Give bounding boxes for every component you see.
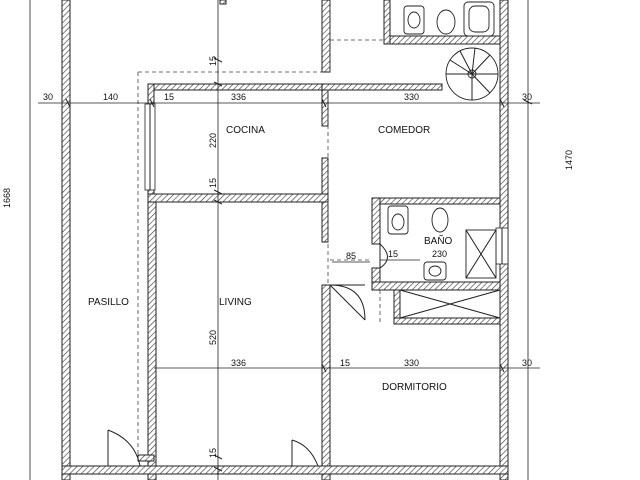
room-labels: COCINA COMEDOR BAÑO PASILLO LIVING DORMI… [88,125,453,393]
doors [107,243,388,467]
windows [144,103,509,265]
wall-cocina-top [149,83,323,91]
wall-living-left [147,201,157,480]
room-label-bano: BAÑO [424,234,453,247]
wall-cocina-bottom [147,193,329,203]
wall-bano-left [371,197,381,245]
dim-total-1470: 1470 [564,150,574,170]
dimension-labels: 30 140 15 336 330 30 336 15 330 30 15 22… [2,56,574,458]
wall-comedor-bottom [371,197,501,205]
wall-pasillo-bottom [137,454,155,462]
wall-upper-bath [321,0,331,73]
dim-bano-wall-15: 15 [388,249,398,259]
wall-bano-bottom [371,281,501,291]
dim-bano-230: 230 [432,249,447,259]
dim-top-336: 336 [231,92,246,102]
dim-mid-15: 15 [340,358,350,368]
room-label-cocina: COCINA [226,125,265,136]
dim-top-30-right: 30 [522,92,532,102]
wall-closet-left [393,289,401,323]
dim-living-520: 520 [208,330,218,345]
dim-top-330: 330 [404,92,419,102]
dashed-lines [137,0,384,455]
wall-living-right-bot [321,284,331,480]
wall-bottom [61,465,509,475]
room-label-living: LIVING [219,297,252,308]
dim-top-140: 140 [103,92,118,102]
bidet-bano-icon [431,207,449,233]
wall-cocina-top-2 [321,83,443,91]
wall-closet-bottom [393,317,501,325]
wall-cocina-comedor [321,89,329,127]
bidet-top-icon [436,9,456,35]
dim-cocina-220: 220 [208,133,218,148]
room-label-comedor: COMEDOR [378,125,430,136]
wall-outer-left [61,0,71,480]
dim-mid-30: 30 [522,358,532,368]
fixtures [387,1,501,319]
dim-mid-330: 330 [404,358,419,368]
door-bano [379,243,388,269]
door-living [329,284,366,321]
dim-top-30-left: 30 [43,92,53,102]
wall-top-bath-bottom [383,35,501,45]
dim-mid-336: 336 [231,358,246,368]
wall-cocina-comedor-2 [321,157,329,195]
dim-bano-door-85: 85 [346,251,356,261]
dim-wall-15-top: 15 [208,56,218,66]
dim-top-15: 15 [164,92,174,102]
dim-wall-15-bottom: 15 [208,448,218,458]
room-label-dormitorio: DORMITORIO [382,382,447,393]
room-label-pasillo: PASILLO [88,297,129,308]
dim-total-1668: 1668 [2,188,12,208]
dimension-lines [29,0,540,480]
dim-wall-15-mid: 15 [208,178,218,188]
spiral-stair-icon [445,47,499,101]
wall-top-bath-left [383,0,391,45]
wall-top-mid [219,0,227,5]
door-bottom [291,439,319,467]
door-pasillo [107,429,141,467]
wall-living-right-top [321,201,329,243]
